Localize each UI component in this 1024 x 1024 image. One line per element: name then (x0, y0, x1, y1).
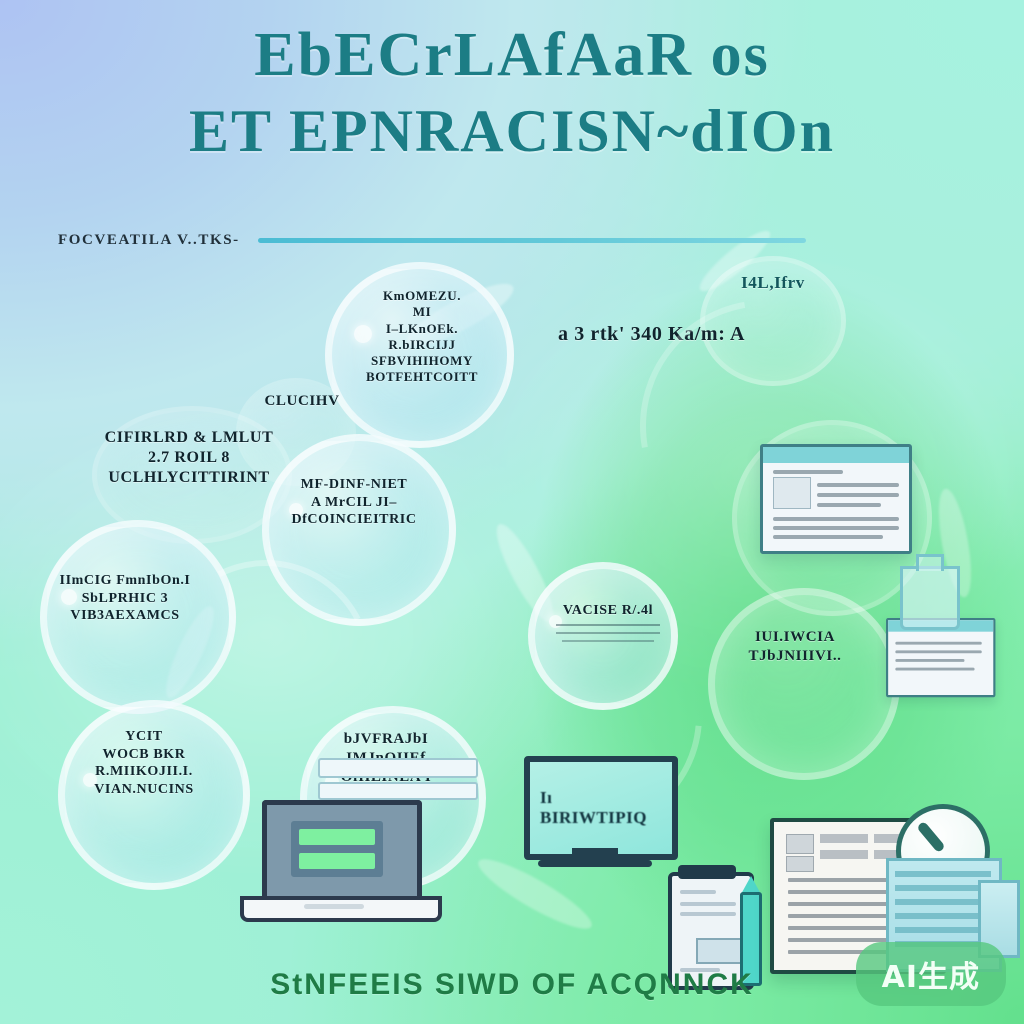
flask-body (900, 566, 960, 630)
browser-title-bar (763, 447, 909, 463)
section-header: FOCVEATILA V..TKS- (58, 232, 806, 249)
node-label-center: VACISE R/.4l (562, 603, 654, 618)
pencil-tip (740, 876, 762, 896)
browser-text-line (895, 650, 982, 654)
node-dot (61, 589, 77, 605)
building-row (895, 913, 991, 919)
document-line (788, 926, 924, 930)
headline-line-1: EbECrLAfAaR os (254, 21, 770, 89)
clipboard-line (680, 890, 716, 894)
laptop-trackpad-notch (304, 904, 364, 909)
node-center-line-1 (556, 624, 660, 626)
browser-text-line (817, 493, 899, 497)
node-bubble-right-lower (708, 588, 900, 780)
clipboard-line (680, 912, 736, 916)
node-dot (289, 503, 303, 517)
flask-neck (916, 554, 944, 571)
node-bubble-center-left (262, 434, 456, 626)
node-label-right-lower: IUI.IWCIA TJbJNIIIVI.. (748, 629, 842, 664)
building-row (895, 927, 991, 933)
section-label: FOCVEATILA V..TKS- (58, 232, 240, 248)
node-label-top-center: KmOMEZU. MI I–LKnOEk. R.bIRCIJJ SFBVIHIH… (366, 288, 478, 385)
poster-headline: EbECrLAfAaR os ET EPNRACISN~dIOn (0, 22, 1024, 164)
clipboard-clip (678, 865, 736, 879)
node-label-left-upper: CIFIRLRD & LMLUT 2.7 ROIL 8 UCLHLYCITTIR… (104, 429, 274, 486)
node-dot (83, 773, 97, 787)
laptop-screen (262, 800, 422, 901)
browser-text-line (895, 659, 965, 662)
document-line (788, 938, 924, 942)
browser-thumbnail (773, 477, 811, 509)
node-label-center-left: MF-DINF-NIET A MrCIL JI– DfCOINCIEITRIC (291, 477, 417, 527)
document-line (788, 902, 924, 906)
building-row (895, 899, 991, 905)
browser-card-frame (886, 618, 996, 698)
clipboard-line (680, 968, 720, 972)
node-bubble-top-center (325, 262, 514, 448)
search-bar-frame (318, 782, 478, 800)
browser-text-line (773, 470, 843, 474)
browser-card-frame (760, 444, 912, 554)
node-bubble-left-mid (40, 520, 236, 714)
browser-text-line (895, 641, 982, 645)
node-label-left-mid: IImCIG FmnIbOn.I SbLPRHIC 3 VIB3AEXAMCS (59, 573, 191, 623)
document-thumbnail (786, 856, 814, 872)
node-bubble-top-right (700, 256, 846, 386)
laptop-base (240, 896, 442, 922)
node-label-mid-right-top: a 3 rtk' 340 Ka/m: A (558, 323, 745, 345)
browser-text-line (773, 535, 883, 539)
browser-text-line (773, 526, 899, 530)
clipboard-line (680, 902, 736, 906)
node-center-line-2 (556, 632, 660, 634)
document-line (788, 950, 898, 954)
search-bar-frame (318, 758, 478, 778)
document-header-block (820, 850, 868, 859)
ai-generated-watermark: AI生成 (855, 942, 1006, 1006)
footer-caption: StNFEEIS SIWD OF ACQNNCK (270, 968, 754, 1001)
node-label-top-right: I4L,Ifrv (741, 273, 805, 292)
node-bubble-center (528, 562, 678, 710)
document-thumbnail (786, 834, 814, 854)
document-line (788, 914, 924, 918)
monitor-screen: Iı BIRIWTIPIQ (524, 756, 678, 860)
building-row (895, 885, 991, 891)
browser-text-line (817, 483, 899, 487)
document-header-block (820, 834, 868, 843)
browser-text-line (773, 517, 899, 521)
node-center-line-3 (562, 640, 654, 642)
laptop-window (291, 821, 383, 877)
building-row (895, 871, 991, 877)
document-line (788, 890, 924, 894)
browser-text-line (817, 503, 881, 507)
browser-text-line (895, 667, 975, 671)
pencil-body (740, 892, 762, 986)
node-label-bottom-left: YCIT WOCB BKR R.MIIKOJII.I. VIAN.NUCINS (94, 729, 194, 797)
laptop-green-bar (299, 853, 375, 869)
section-divider-rule (257, 238, 806, 243)
node-label-left-cloud: CLUCIHV (264, 393, 340, 409)
clipboard-highlight-box (696, 938, 742, 964)
monitor-screen-label: Iı BIRIWTIPIQ (540, 788, 648, 827)
headline-line-2: ET EPNRACISN~dIOn (189, 97, 835, 164)
monitor-stand (572, 848, 618, 860)
node-dot (354, 325, 372, 343)
node-bubble-bottom-left (58, 700, 250, 890)
laptop-green-bar (299, 829, 375, 845)
node-dot (549, 615, 562, 628)
document-line (788, 878, 924, 882)
monitor-foot (538, 860, 652, 867)
